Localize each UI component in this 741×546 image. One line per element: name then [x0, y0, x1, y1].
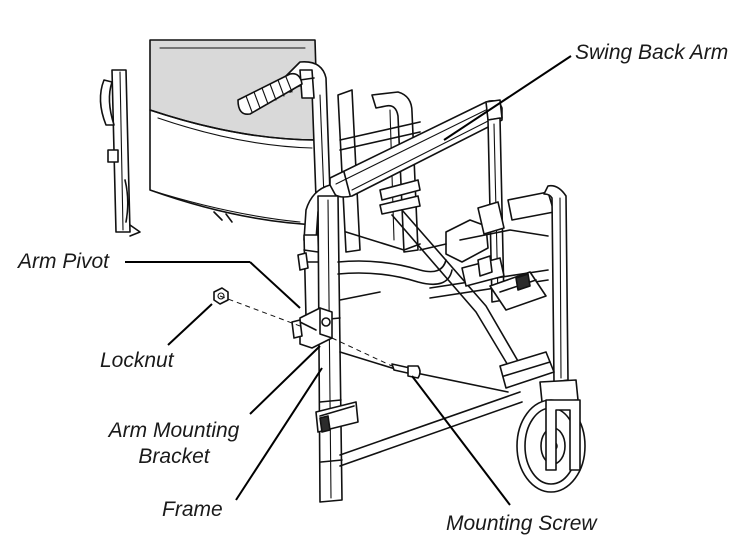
label-arm-mounting-bracket-line2: Bracket — [138, 445, 210, 468]
mounting-screw — [391, 363, 421, 379]
front-right-post — [499, 184, 579, 403]
leader-lines — [125, 55, 572, 506]
assembly-axis — [331, 337, 393, 367]
label-arm-mounting-bracket: Arm Mounting Bracket — [104, 418, 244, 470]
assembly-axis — [219, 295, 301, 327]
lower-bracket — [315, 401, 359, 433]
leader-arm-pivot — [249, 261, 301, 309]
label-locknut: Locknut — [100, 349, 174, 372]
leader-mounting-screw — [411, 375, 511, 506]
front-frame-tube — [317, 195, 343, 503]
label-mounting-screw: Mounting Screw — [446, 512, 597, 535]
label-arm-pivot: Arm Pivot — [18, 250, 110, 273]
arm-tube — [297, 234, 321, 318]
caster-wheel — [516, 399, 586, 493]
leader-locknut — [167, 303, 213, 346]
seat-frame-tubes — [213, 89, 421, 253]
leader-swing-back-arm — [443, 55, 572, 141]
hand-grip — [237, 72, 303, 116]
rear-left-frame-post — [99, 69, 141, 237]
label-frame: Frame — [162, 498, 223, 521]
footrest-assembly — [419, 191, 555, 311]
leader-frame — [235, 367, 323, 501]
label-swing-back-arm: Swing Back Arm — [575, 41, 729, 64]
label-arm-mounting-bracket-line1: Arm Mounting — [108, 419, 240, 442]
arm-mounting-bracket — [291, 307, 333, 349]
leader-arm-mounting-bracket — [249, 345, 321, 415]
cross-members — [337, 209, 549, 467]
